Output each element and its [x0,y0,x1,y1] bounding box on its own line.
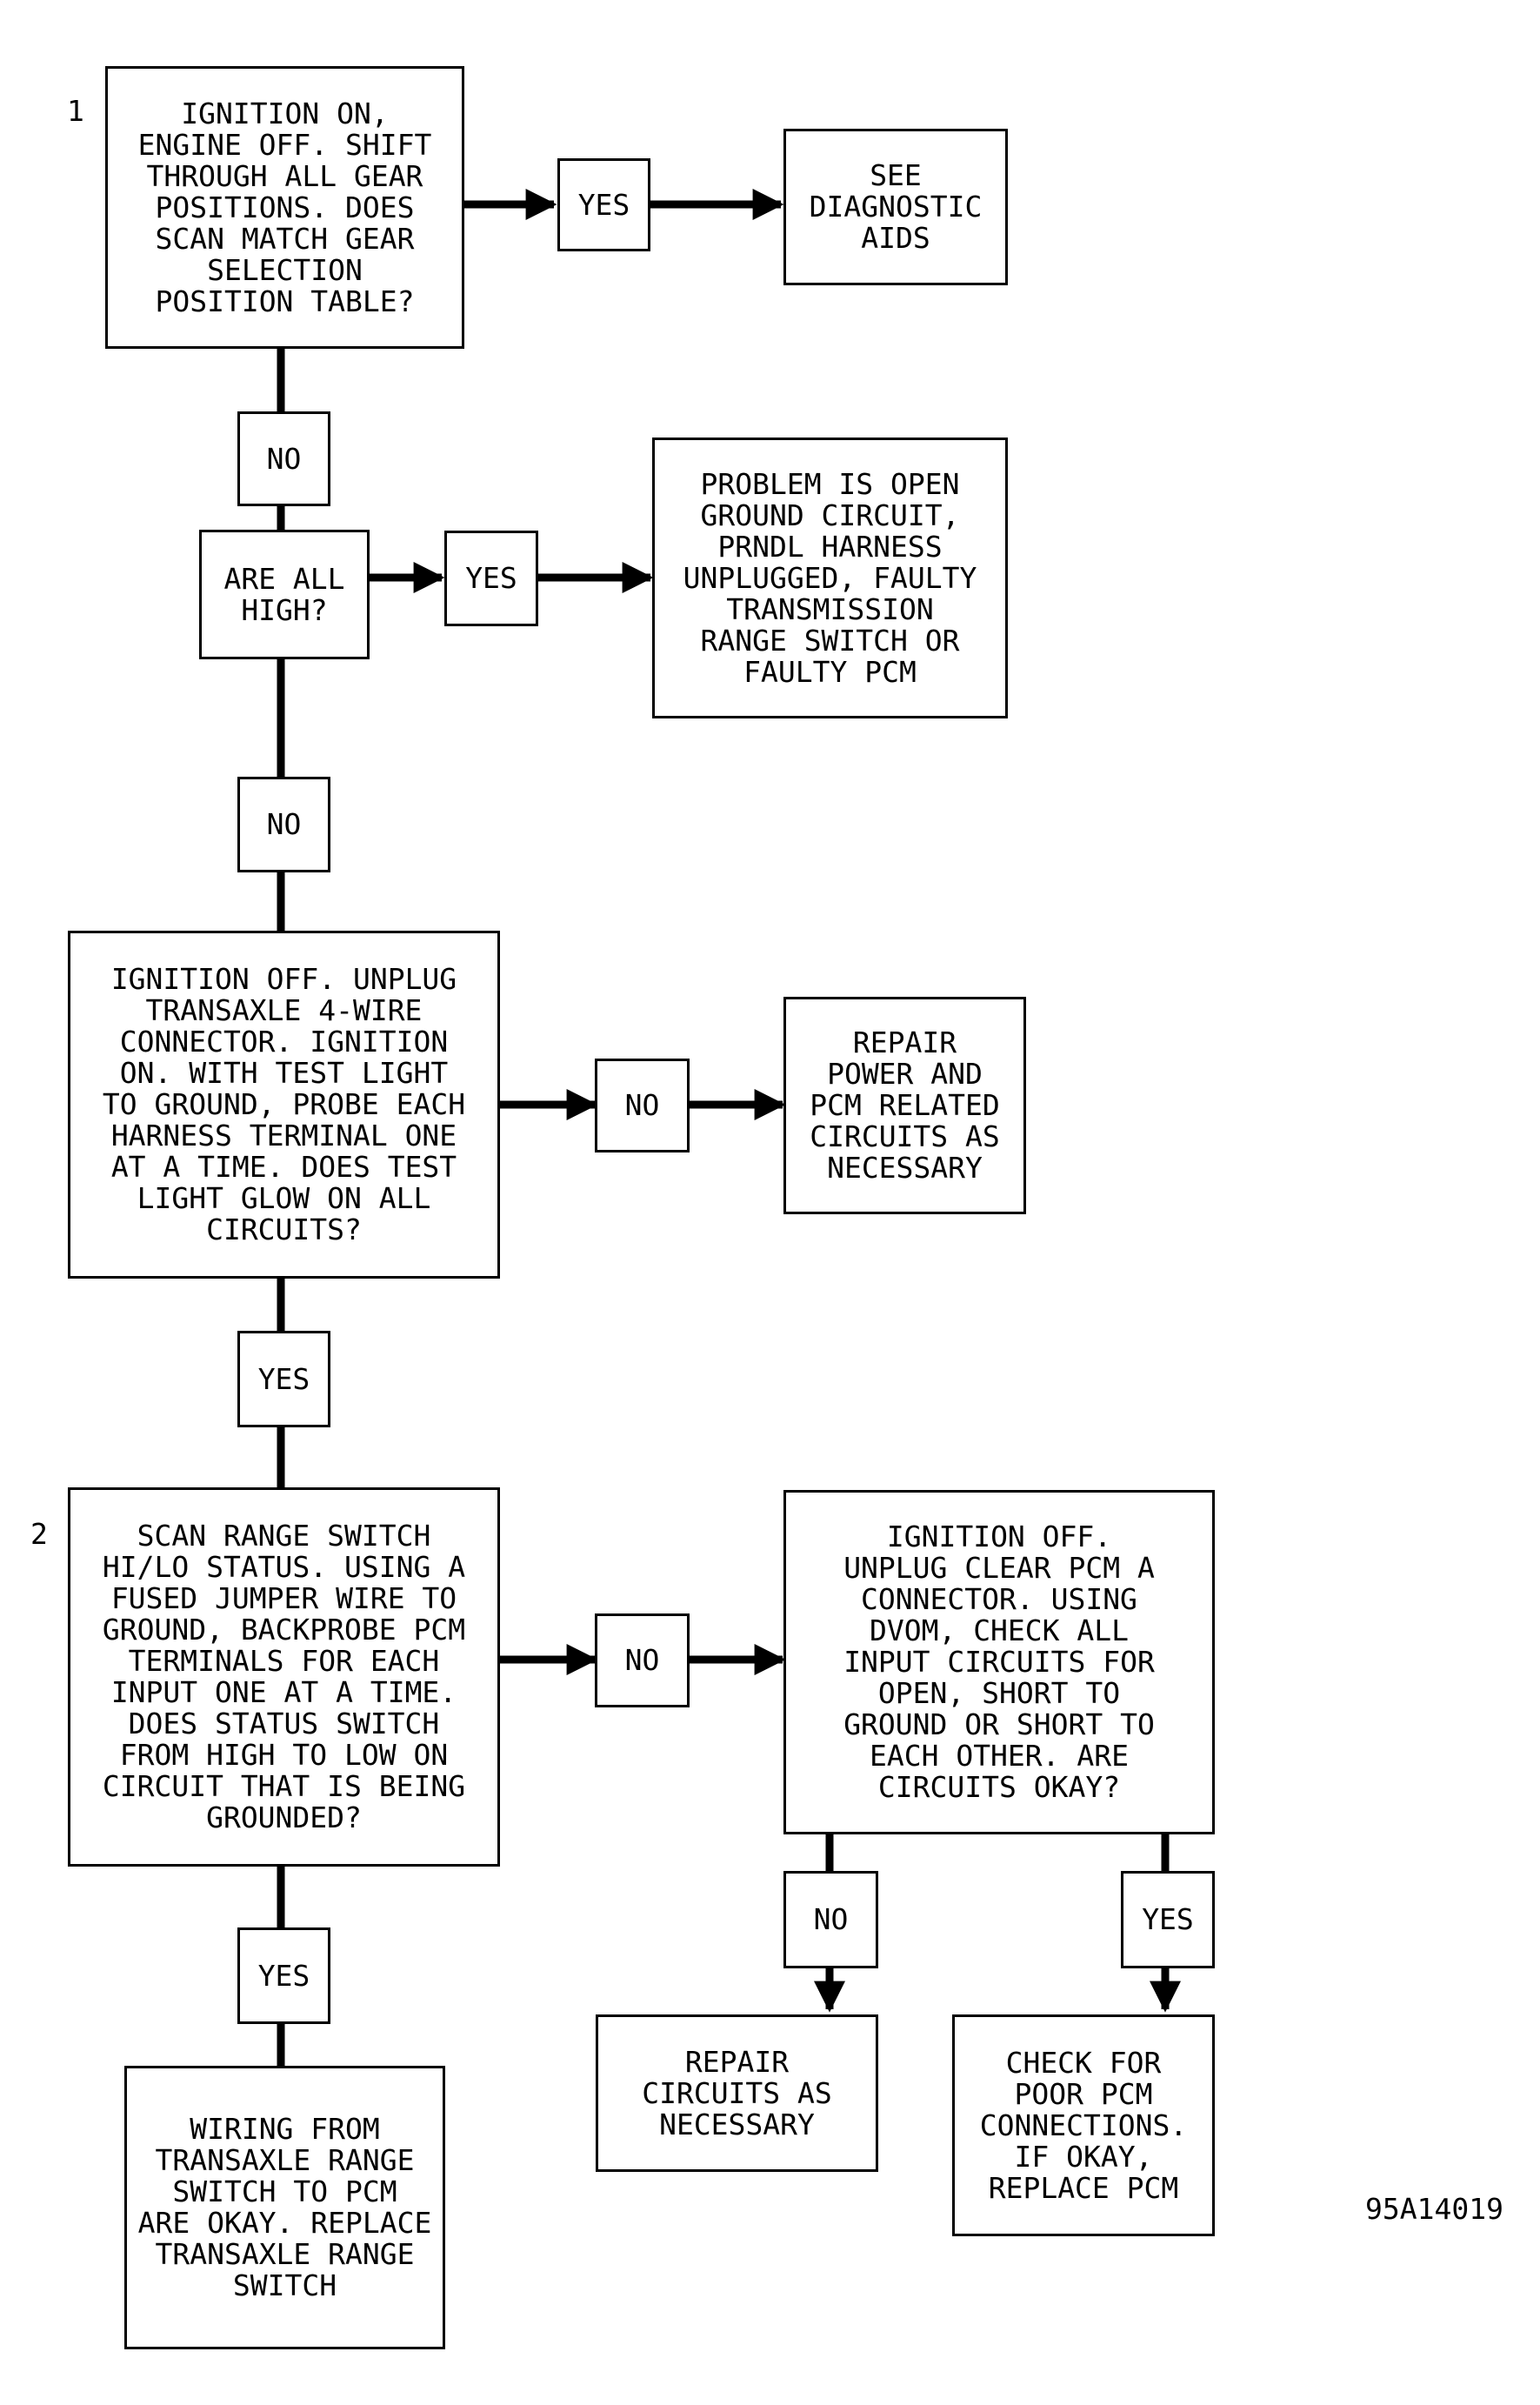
decision-gear-scan-text: IGNITION ON, ENGINE OFF. SHIFT THROUGH A… [137,96,432,318]
action-see-diagnostic-aids-text: SEE DIAGNOSTIC AIDS [809,158,983,255]
yes-label-text: YES [257,1958,310,1993]
action-problem-open-ground-box: PROBLEM IS OPEN GROUND CIRCUIT, PRNDL HA… [652,438,1008,718]
no-label-box: NO [783,1871,878,1968]
no-label-box: NO [237,777,330,872]
no-label-box: NO [237,411,330,506]
yes-label-box: YES [1121,1871,1215,1968]
yes-label-box: YES [237,1331,330,1427]
no-label-text: NO [266,807,302,841]
no-label-box: NO [595,1059,690,1152]
action-wiring-okay-replace-box: WIRING FROM TRANSAXLE RANGE SWITCH TO PC… [124,2066,445,2349]
no-label-box: NO [595,1613,690,1707]
yes-label-text: YES [1142,1902,1194,1936]
yes-label-box: YES [444,531,538,626]
no-label-text: NO [624,1643,660,1677]
action-repair-power-pcm-text: REPAIR POWER AND PCM RELATED CIRCUITS AS… [810,1025,1000,1185]
decision-scan-range-box: SCAN RANGE SWITCH HI/LO STATUS. USING A … [68,1487,500,1867]
yes-label-text: YES [577,187,630,222]
yes-label-box: YES [237,1927,330,2024]
no-label-text: NO [266,441,302,476]
step-number: 1 [67,94,84,128]
no-label-text: NO [624,1088,660,1122]
action-wiring-okay-replace-text: WIRING FROM TRANSAXLE RANGE SWITCH TO PC… [137,2112,432,2302]
action-repair-power-pcm-box: REPAIR POWER AND PCM RELATED CIRCUITS AS… [783,997,1026,1214]
decision-scan-range-text: SCAN RANGE SWITCH HI/LO STATUS. USING A … [102,1519,466,1834]
action-repair-circuits-box: REPAIR CIRCUITS AS NECESSARY [596,2014,878,2172]
action-see-diagnostic-aids-box: SEE DIAGNOSTIC AIDS [783,129,1008,285]
action-repair-circuits-text: REPAIR CIRCUITS AS NECESSARY [642,2044,832,2141]
action-problem-open-ground-text: PROBLEM IS OPEN GROUND CIRCUIT, PRNDL HA… [683,466,977,689]
action-check-poor-pcm-text: CHECK FOR POOR PCM CONNECTIONS. IF OKAY,… [979,2045,1188,2205]
decision-dvom-check-text: IGNITION OFF. UNPLUG CLEAR PCM A CONNECT… [843,1520,1155,1804]
decision-all-high-box: ARE ALL HIGH? [199,530,370,659]
decision-test-light-box: IGNITION OFF. UNPLUG TRANSAXLE 4-WIRE CO… [68,931,500,1279]
step-number: 2 [30,1517,48,1551]
decision-test-light-text: IGNITION OFF. UNPLUG TRANSAXLE 4-WIRE CO… [102,962,466,1246]
decision-all-high-text: ARE ALL HIGH? [223,561,345,627]
yes-label-text: YES [257,1361,310,1396]
decision-dvom-check-box: IGNITION OFF. UNPLUG CLEAR PCM A CONNECT… [783,1490,1215,1834]
no-label-text: NO [813,1902,849,1936]
action-check-poor-pcm-box: CHECK FOR POOR PCM CONNECTIONS. IF OKAY,… [952,2014,1215,2236]
decision-gear-scan-box: IGNITION ON, ENGINE OFF. SHIFT THROUGH A… [105,66,464,349]
yes-label-text: YES [465,561,517,595]
diagram-id: 95A14019 [1365,2192,1503,2226]
yes-label-box: YES [557,158,650,251]
